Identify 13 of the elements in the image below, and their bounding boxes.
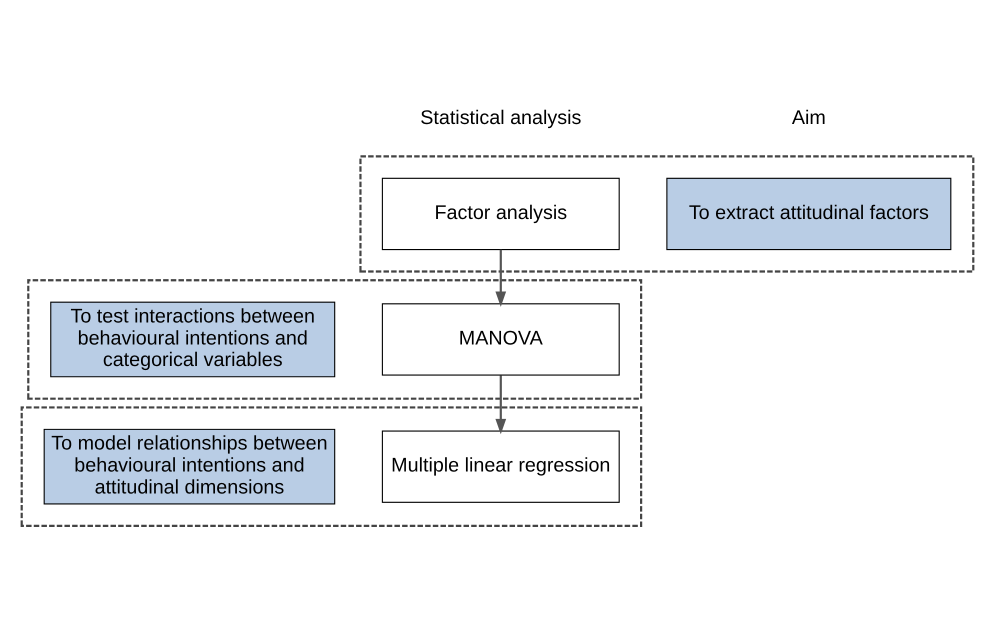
arrow xyxy=(495,250,506,307)
node-box: Multiple linear regression xyxy=(382,430,620,503)
cluster xyxy=(27,279,642,400)
node-box: To model relationships between behavioural intentions and attitudinal dimensions xyxy=(44,428,336,504)
node-box: MANOVA xyxy=(382,303,620,376)
node-box: To test interactions between behavioural intentions and categorical variables xyxy=(50,302,336,378)
cluster xyxy=(359,155,974,273)
label: Statistical analysis xyxy=(420,106,582,129)
arrow xyxy=(495,375,506,434)
node-box: Factor analysis xyxy=(382,178,620,250)
node-box: To extract attitudinal factors xyxy=(666,178,952,250)
cluster xyxy=(20,406,642,527)
label: Aim xyxy=(792,106,826,129)
